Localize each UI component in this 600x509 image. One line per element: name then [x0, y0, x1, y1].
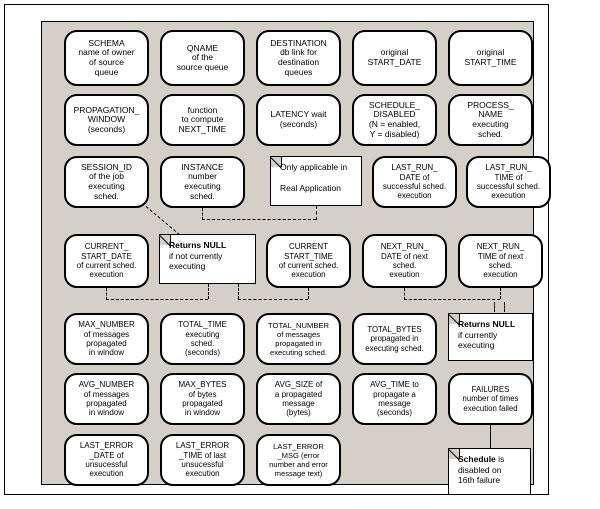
node-total-number: TOTAL_NUMBER of messages propagated in e… — [256, 313, 341, 365]
node-schema: SCHEMA name of owner of source queue — [64, 30, 149, 86]
node-next-time-function: function to compute NEXT_TIME — [160, 94, 245, 146]
node-current-start-date: CURRENT_ START_DATE of current sched. ex… — [64, 234, 149, 288]
note-fold-corner — [449, 449, 460, 459]
node-avg-number-label: AVG_NUMBER of messages propagated in win… — [78, 380, 135, 418]
node-avg-size: AVG_SIZE of a propagated message (bytes) — [256, 373, 341, 425]
node-max-number-label: MAX_NUMBER of messages propagated in win… — [78, 320, 135, 358]
node-session-id: SESSION_ID of the job executing sched. — [64, 156, 149, 208]
connector-row4-mid-bar — [238, 299, 308, 300]
connector-null-note-right-stub — [238, 284, 239, 299]
connector-note-rac-stub — [316, 206, 317, 220]
node-destination: DESTINATION db link for destination queu… — [256, 30, 341, 86]
note-fold-corner — [271, 157, 282, 167]
node-last-run-time: LAST_RUN_ TIME of successful sched. exec… — [466, 156, 551, 208]
note-rac-line3: Clusters — [280, 204, 311, 205]
node-failures: FAILURES number of times execution faile… — [448, 373, 533, 425]
node-process-name: PROCESS_ NAME executing sched. — [448, 94, 533, 146]
note-rac: Only applicable in Real Application Clus… — [270, 156, 362, 206]
node-avg-number: AVG_NUMBER of messages propagated in win… — [64, 373, 149, 425]
node-max-bytes-label: MAX_BYTES of bytes propagated in window — [178, 380, 227, 418]
diagram-outer-frame: SCHEMA name of owner of source queue QNA… — [4, 4, 551, 495]
node-last-error-msg-label: LAST_ERROR _MSG (error number and error … — [269, 441, 328, 479]
connector-null-current-right — [504, 302, 505, 312]
node-session-id-label: SESSION_ID of the job executing sched. — [80, 161, 133, 201]
node-max-number: MAX_NUMBER of messages propagated in win… — [64, 313, 149, 365]
node-last-error-time: LAST_ERROR _TIME of last unsucessful exe… — [160, 434, 245, 486]
note-rac-line2: Real Application — [280, 183, 341, 193]
diagram-canvas: SCHEMA name of owner of source queue QNA… — [41, 21, 551, 495]
node-process-name-label: PROCESS_ NAME executing sched. — [467, 99, 514, 139]
connector-row4-right-bar — [404, 299, 500, 300]
node-last-run-time-label: LAST_RUN_ TIME of successful sched. exec… — [476, 163, 541, 201]
node-last-error-msg: LAST_ERROR _MSG (error number and error … — [256, 434, 341, 486]
node-last-run-date-label: LAST_RUN_ DATE of successful sched. exec… — [382, 163, 447, 201]
node-total-bytes-label: TOTAL_BYTES propagated in executing sche… — [365, 325, 424, 353]
node-schema-label: SCHEMA name of owner of source queue — [78, 37, 135, 77]
node-max-bytes: MAX_BYTES of bytes propagated in window — [160, 373, 245, 425]
node-schedule-disabled-label: SCHEDULE_ DISABLED (N = enabled, Y = dis… — [368, 99, 421, 139]
note-null-not-rest: if not currently executing — [169, 250, 223, 272]
node-current-start-date-label: CURRENT_ START_DATE of current sched. ex… — [76, 242, 137, 280]
node-last-error-date-label: LAST_ERROR _DATE of unsucessful executio… — [79, 441, 134, 479]
node-qname-label: QNAME of the source queue — [176, 42, 229, 72]
node-current-start-time-label: CURRENT START_TIME of current sched. exe… — [278, 242, 339, 280]
note-schedule-disabled-16th-failure: Schedule is disabled on 16th failure — [448, 448, 531, 495]
node-propagation-window-label: PROPAGATION_ WINDOW (seconds) — [73, 104, 140, 134]
connector-failures-to-note — [490, 425, 491, 449]
node-avg-time: AVG_TIME to propagate a message (seconds… — [352, 373, 437, 425]
node-latency-label: LATENCY wait (seconds) — [270, 109, 327, 129]
node-current-start-time: CURRENT START_TIME of current sched. exe… — [266, 234, 351, 288]
node-original-start-date-label: original START_DATE — [367, 47, 422, 67]
node-next-run-date-label: NEXT_RUN_ DATE of next sched. exeution — [380, 242, 429, 280]
node-next-time-function-label: function to compute NEXT_TIME — [178, 104, 227, 134]
connector-next-run-date-stub — [404, 288, 405, 300]
node-next-run-time-label: NEXT_RUN_ TIME of next sched. execution — [476, 242, 525, 280]
connector-row4-left-bar — [106, 299, 208, 300]
node-last-error-date: LAST_ERROR _DATE of unsucessful executio… — [64, 434, 149, 486]
connector-current-start-date-stub — [106, 288, 107, 300]
note-fold-corner — [160, 235, 171, 245]
note-rac-line1: Only applicable in — [280, 162, 348, 172]
connector-null-current-left — [494, 302, 495, 312]
node-instance-label: INSTANCE number executing sched. — [181, 161, 224, 201]
node-last-run-date: LAST_RUN_ DATE of successful sched. exec… — [372, 156, 457, 208]
node-original-start-time-label: original START_TIME — [464, 47, 517, 67]
node-original-start-date: original START_DATE — [352, 30, 437, 86]
node-total-time-label: TOTAL_TIME executing sched. (seconds) — [178, 320, 227, 358]
node-total-time: TOTAL_TIME executing sched. (seconds) — [160, 313, 245, 365]
connector-session-to-null-note — [145, 206, 181, 236]
note-null-not-bold: Returns NULL — [169, 240, 227, 250]
node-destination-label: DESTINATION db link for destination queu… — [270, 37, 327, 77]
connector-current-start-time-stub — [308, 288, 309, 299]
node-schedule-disabled: SCHEDULE_ DISABLED (N = enabled, Y = dis… — [352, 94, 437, 146]
note-null-current-rest: if currently executing — [458, 329, 498, 351]
node-next-run-date: NEXT_RUN_ DATE of next sched. exeution — [362, 234, 447, 288]
node-propagation-window: PROPAGATION_ WINDOW (seconds) — [64, 94, 149, 146]
connector-instance-to-note — [202, 219, 316, 220]
connector-instance-stub — [202, 208, 203, 220]
node-total-number-label: TOTAL_NUMBER of messages propagated in e… — [268, 320, 329, 358]
node-instance: INSTANCE number executing sched. — [160, 156, 245, 208]
note-null-current-bold: Returns NULL — [458, 319, 516, 329]
node-next-run-time: NEXT_RUN_ TIME of next sched. execution — [458, 234, 543, 288]
node-last-error-time-label: LAST_ERROR _TIME of last unsucessful exe… — [175, 441, 230, 479]
note-fold-corner — [449, 314, 460, 324]
note-disabled-bold: Schedule — [458, 454, 496, 464]
connector-next-run-time-stub — [500, 288, 501, 299]
node-avg-size-label: AVG_SIZE of a propagated message (bytes) — [274, 380, 323, 418]
node-failures-label: FAILURES number of times execution faile… — [462, 385, 519, 413]
node-original-start-time: original START_TIME — [448, 30, 533, 86]
connector-null-note-stub — [208, 284, 209, 299]
node-latency: LATENCY wait (seconds) — [256, 94, 341, 146]
node-total-bytes: TOTAL_BYTES propagated in executing sche… — [352, 313, 437, 365]
node-qname: QNAME of the source queue — [160, 30, 245, 86]
node-avg-time-label: AVG_TIME to propagate a message (seconds… — [370, 380, 419, 418]
note-disabled-rest: is disabled on 16th failure — [458, 454, 505, 485]
